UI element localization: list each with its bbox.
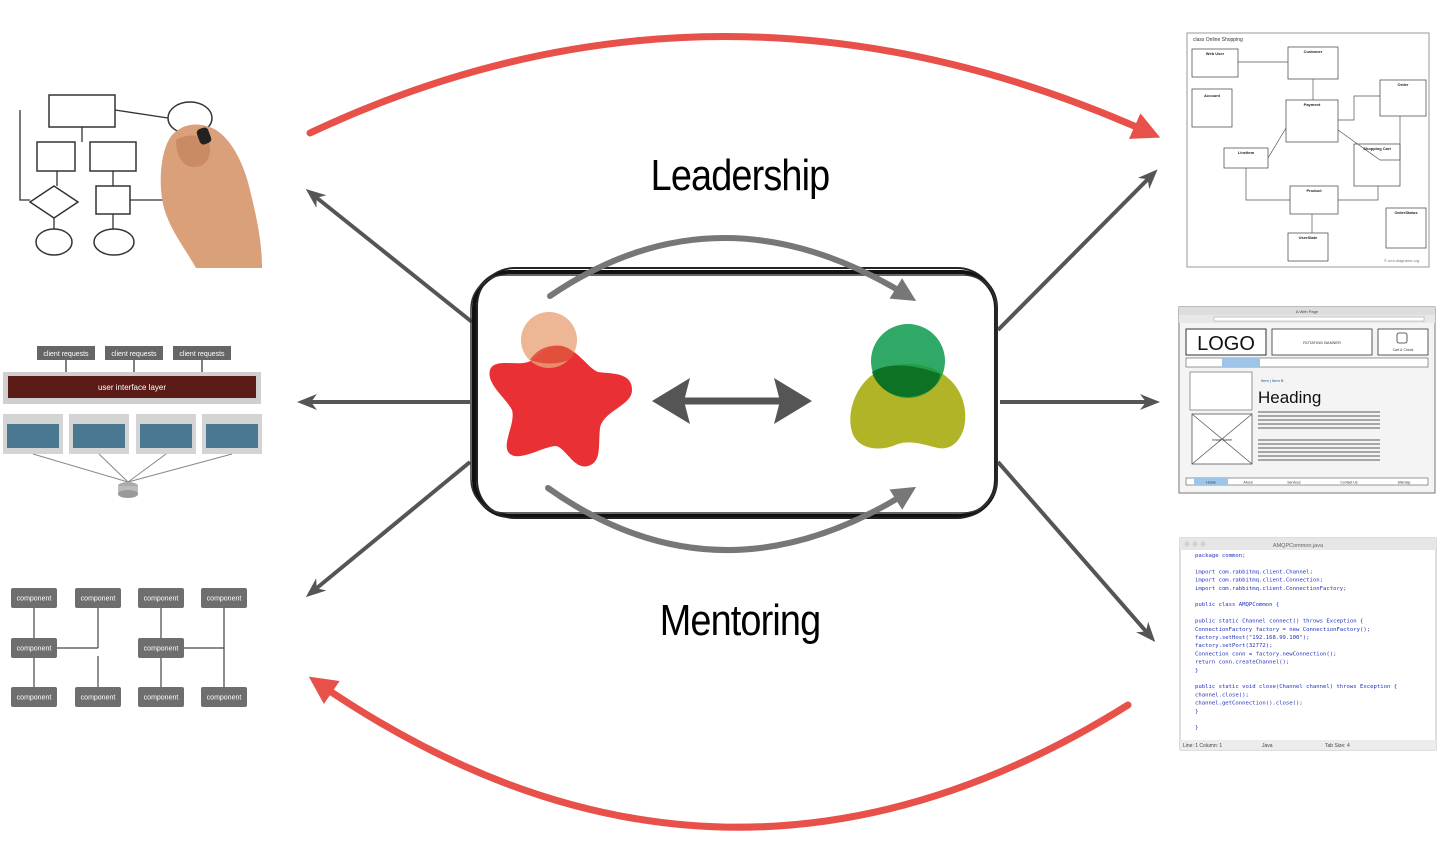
central-box (470, 267, 998, 519)
wireframe-window-title: A Web Page (1296, 309, 1319, 314)
component-box (11, 588, 57, 608)
code-line: ConnectionFactory factory = new Connecti… (1195, 627, 1370, 633)
wireframe-tab: Sitemap (1398, 481, 1411, 485)
component-grid-image: component component component component comp… (11, 588, 247, 707)
code-status-language: Java (1262, 743, 1273, 749)
component-label: component (17, 596, 52, 603)
code-line: factory.setPort(32772); (1195, 643, 1272, 649)
inner-bottom-arc-arrow (545, 485, 917, 553)
component-label: component (81, 695, 116, 702)
component-label: component (144, 695, 179, 702)
wireframe-tab: Contact Us (1340, 481, 1358, 485)
inner-top-arc-arrow (547, 235, 917, 302)
code-line: factory.setHost("192.168.99.100"); (1195, 635, 1310, 641)
wireframe-heading: Heading (1258, 388, 1321, 407)
uml-class-name: Shopping Cart (1363, 146, 1391, 151)
wireframe-image-label: Image Name (1212, 438, 1232, 442)
arrow-to-uml (996, 169, 1158, 332)
uml-class-name: Customer (1304, 49, 1323, 54)
arrow-to-code (996, 460, 1156, 643)
component-box (75, 588, 121, 608)
code-line: channel.getConnection().close(); (1195, 701, 1303, 707)
arrow-to-components (305, 460, 472, 598)
mentor-person-icon (489, 312, 632, 467)
red-bottom-arc-arrow (308, 676, 1132, 831)
wireframe-logo: LOGO (1197, 333, 1255, 355)
double-arrow-icon (652, 378, 812, 424)
mentoring-label: Mentoring (659, 596, 821, 645)
component-label: component (144, 646, 179, 653)
component-box (11, 687, 57, 707)
uml-class-diagram-image: class Online Shopping Web User CustomerAc… (1186, 32, 1430, 268)
component-box (201, 687, 247, 707)
wireframe-tab: Home (1206, 481, 1215, 485)
code-line: public static void close(Channel channel… (1195, 684, 1397, 690)
component-label: component (81, 596, 116, 603)
code-line: return conn.createChannel(); (1195, 660, 1289, 666)
uml-class-name: Web User (1206, 51, 1225, 56)
component-box (138, 638, 184, 658)
code-line: } (1195, 725, 1198, 731)
client-request-label-1: client requests (43, 351, 89, 358)
code-line: channel.close(); (1195, 692, 1249, 698)
code-line: } (1195, 668, 1198, 674)
uml-class-name: Order (1398, 82, 1409, 87)
uml-class-name: LineItem (1238, 150, 1255, 155)
uml-credit: © uml-diagrams.org (1384, 258, 1419, 263)
wireframe-tab: Services (1287, 481, 1301, 485)
code-line: public static Channel connect() throws E… (1195, 619, 1363, 625)
code-status-tabsize: Tab Size: 4 (1325, 743, 1350, 749)
code-line: package common; (1195, 553, 1246, 559)
code-editor-image: AMQPCommon.java package common; import co… (1179, 537, 1437, 751)
ui-layer-label: user interface layer (98, 383, 166, 392)
component-label: component (207, 596, 242, 603)
component-box (201, 588, 247, 608)
code-line: } (1195, 709, 1198, 715)
mentee-person-icon (850, 324, 966, 449)
uml-title: class Online Shopping (1193, 37, 1243, 43)
uml-class-name: Account (1204, 93, 1221, 98)
client-request-label-2: client requests (111, 351, 157, 358)
flowchart-hand-image (19, 94, 262, 268)
component-box (138, 588, 184, 608)
code-line: import com.rabbitmq.client.ConnectionFac… (1195, 586, 1347, 592)
component-box (75, 687, 121, 707)
component-label: component (207, 695, 242, 702)
component-label: component (17, 646, 52, 653)
uml-class-name: UserState (1299, 235, 1318, 240)
wireframe-cart: Cart & Check (1393, 348, 1414, 352)
component-label: component (144, 596, 179, 603)
arrow-to-flowchart (305, 189, 474, 324)
code-line: Connection conn = factory.newConnection(… (1195, 651, 1336, 657)
wireframe-image: A Web Page LOGO ROTATING BANNER Cart & C… (1178, 306, 1436, 494)
layered-architecture-image: client requests client requests client r… (3, 346, 262, 498)
leadership-label: Leadership (650, 151, 831, 200)
code-line: import com.rabbitmq.client.Connection; (1195, 578, 1323, 584)
component-box (138, 687, 184, 707)
uml-class-name: Product (1306, 188, 1322, 193)
wireframe-tab: About (1243, 481, 1252, 485)
code-line: import com.rabbitmq.client.Channel; (1195, 569, 1313, 575)
wireframe-breadcrumb: Item | Item B (1261, 378, 1284, 383)
code-status-position: Line: 1 Column: 1 (1183, 743, 1222, 749)
code-line: public class AMQPCommon { (1195, 602, 1279, 608)
component-label: component (17, 695, 52, 702)
client-request-label-3: client requests (179, 351, 225, 358)
uml-class-name: OrderStatus (1394, 210, 1418, 215)
wireframe-banner: ROTATING BANNER (1303, 340, 1341, 345)
code-filename: AMQPCommon.java (1273, 543, 1324, 549)
component-box (11, 638, 57, 658)
red-top-arc-arrow (306, 33, 1161, 139)
uml-class-name: Payment (1304, 102, 1321, 107)
